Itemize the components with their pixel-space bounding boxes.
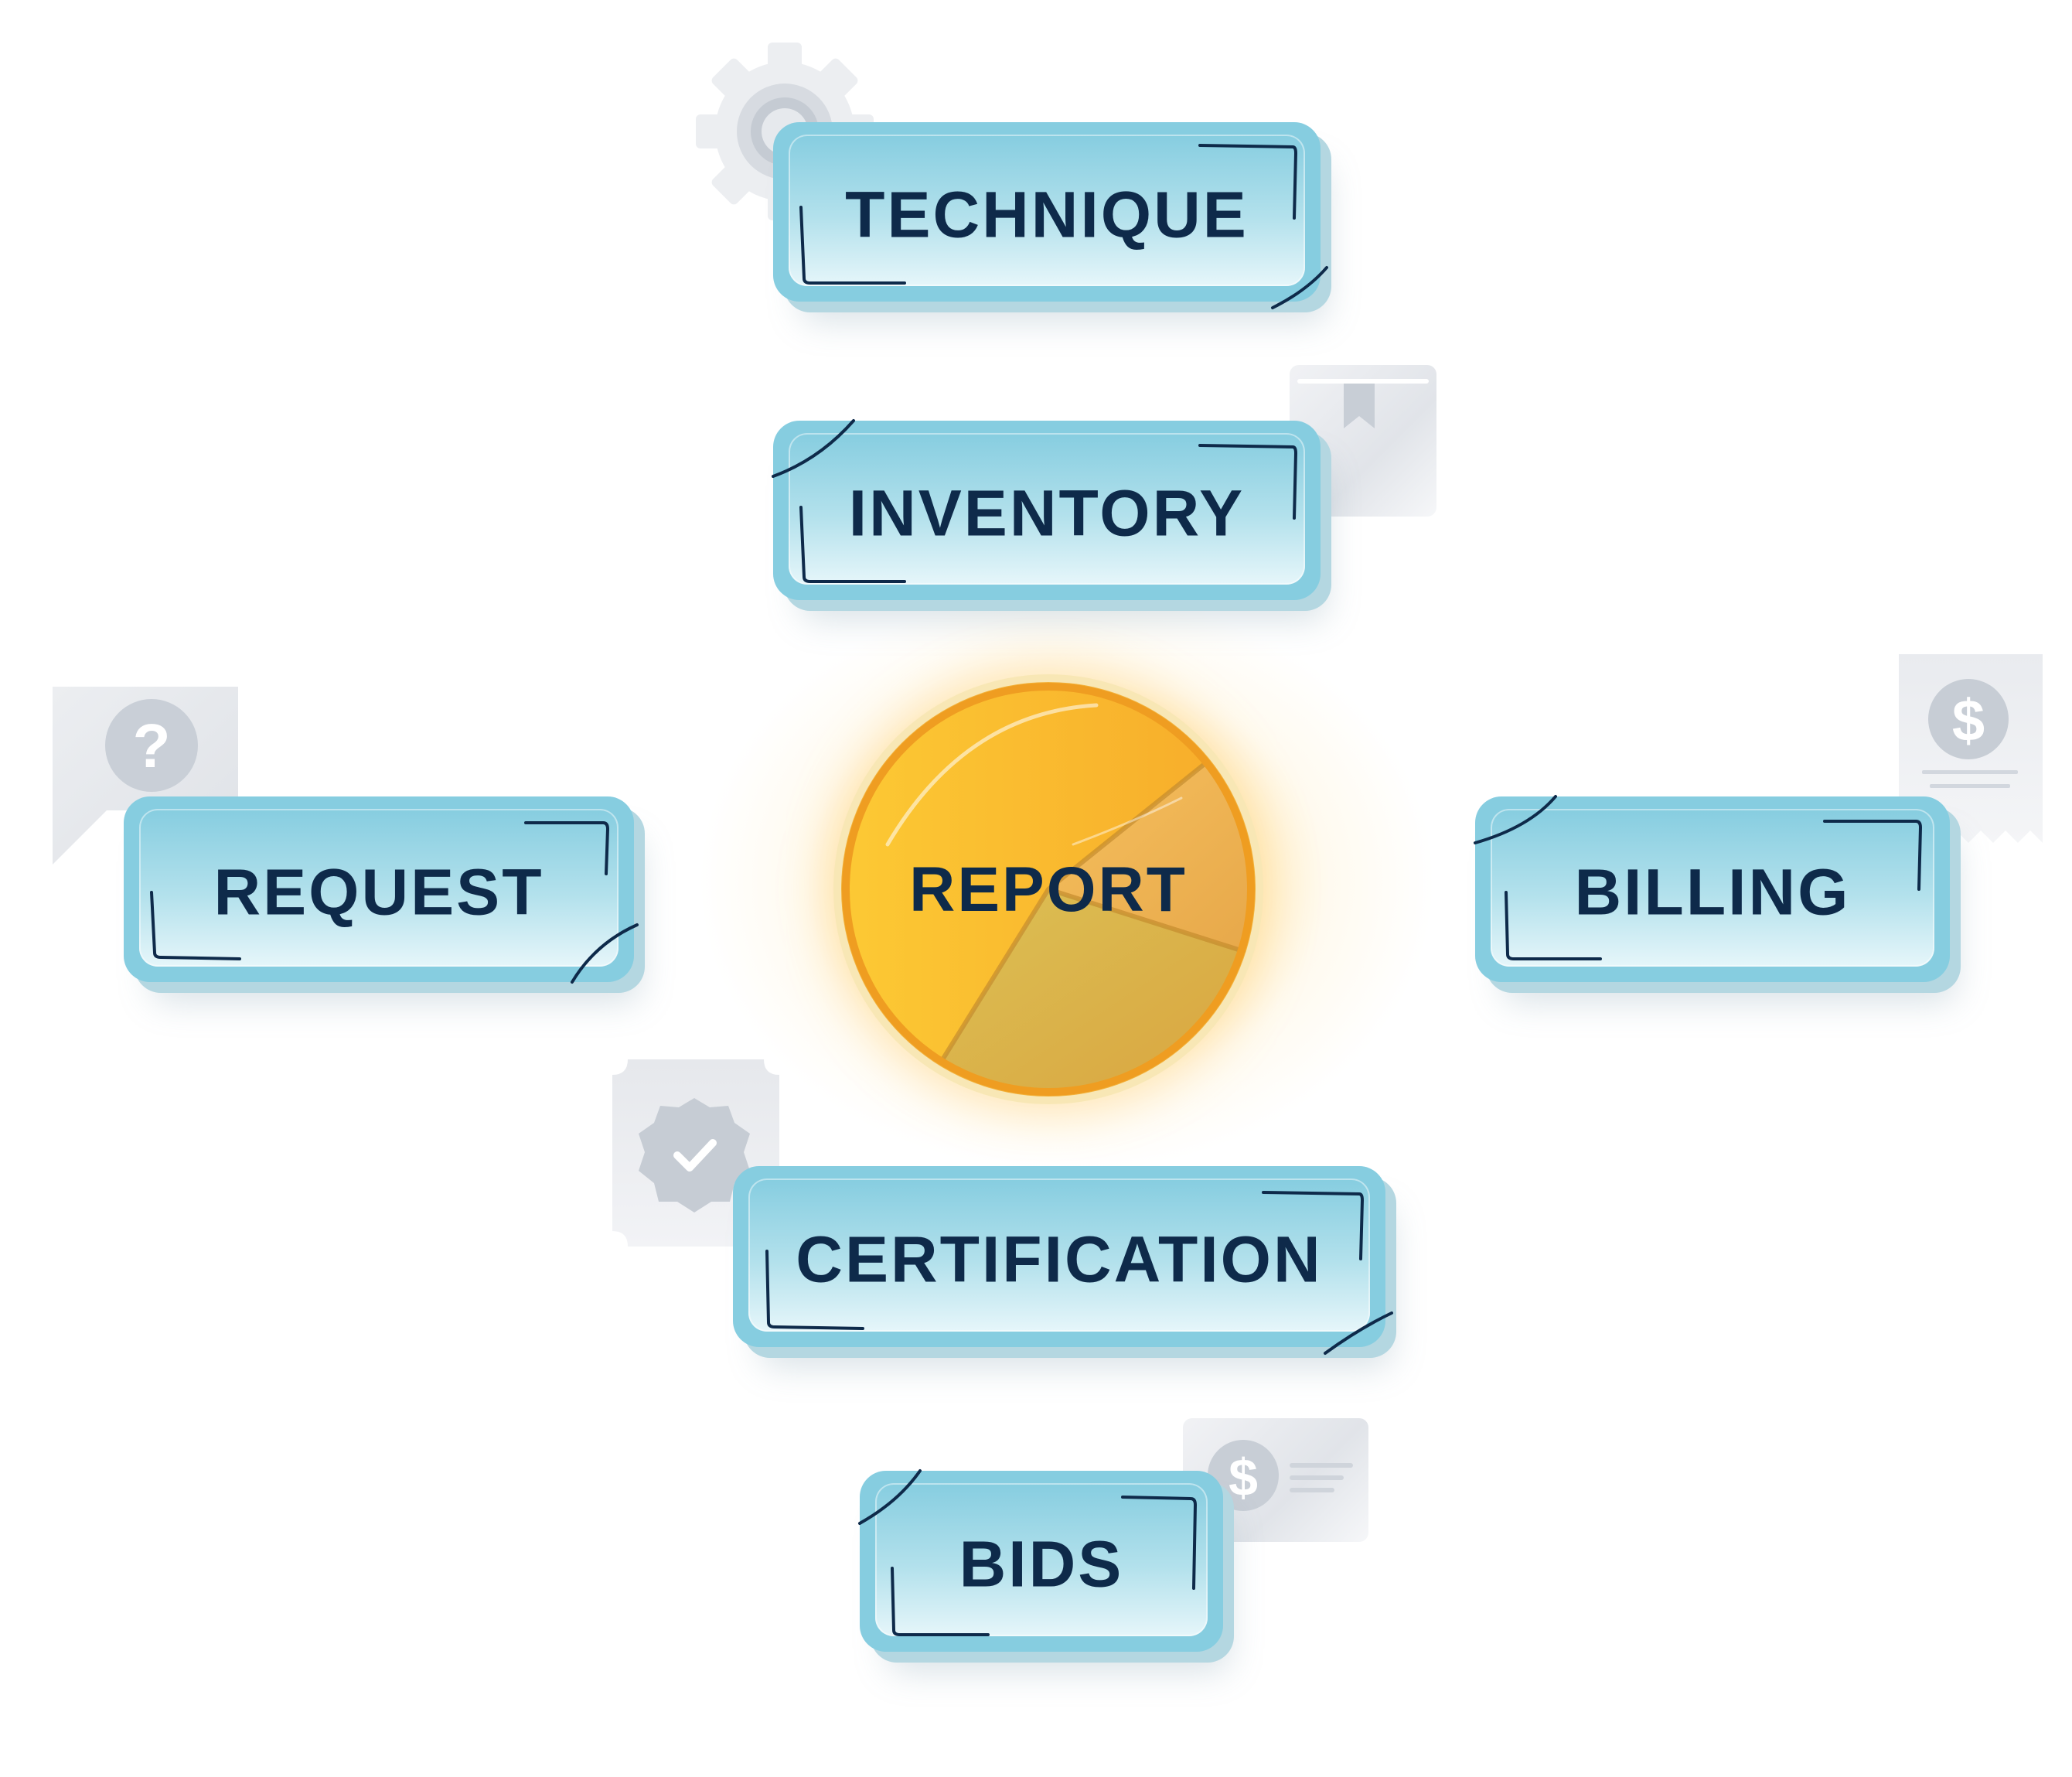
svg-text:$: $ [1229,1448,1258,1507]
dollar-receipt-icon: $ [1899,654,2043,843]
svg-text:?: ? [133,711,171,780]
node-label: BIDS [959,1527,1124,1601]
center-label: REPORT [909,854,1188,925]
svg-text:$: $ [1952,688,1985,754]
node-label: INVENTORY [848,476,1246,550]
node-inventory: INVENTORY [772,419,1321,600]
node-technique: TECHNIQUE [773,122,1328,309]
node-label: BILLING [1574,855,1851,929]
pie-chart-icon [842,683,1255,1096]
dollar-document-icon: $ [1208,1440,1353,1511]
node-label: CERTIFICATION [796,1223,1323,1296]
question-icon: ? [53,687,238,865]
bookmark-icon [1297,379,1429,428]
node-request: REQUEST [124,796,639,984]
node-label: REQUEST [213,855,544,929]
node-bids: BIDS [858,1469,1223,1652]
node-label: TECHNIQUE [845,178,1249,251]
center-report: REPORT [841,682,1256,1097]
node-certification: CERTIFICATION [733,1166,1393,1355]
node-billing: BILLING [1474,795,1950,982]
